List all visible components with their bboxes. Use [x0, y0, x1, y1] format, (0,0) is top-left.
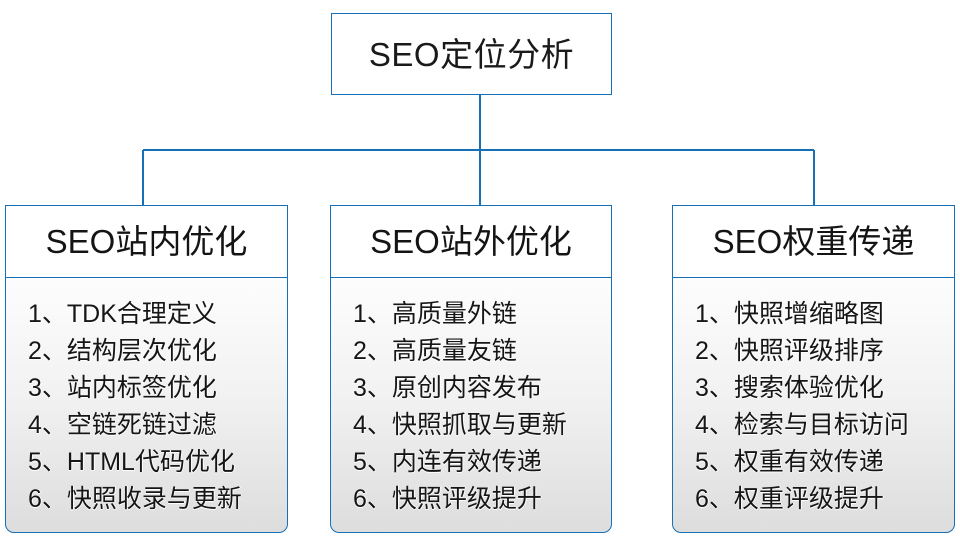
column-header-2[interactable]: SEO站外优化 [330, 205, 612, 278]
column-header-3[interactable]: SEO权重传递 [672, 205, 955, 278]
column-header-label-1: SEO站内优化 [45, 223, 248, 260]
column-header-label-2: SEO站外优化 [370, 223, 572, 260]
list-item: 3、站内标签优化 [28, 373, 217, 402]
list-item: 4、空链死链过滤 [28, 410, 217, 439]
list-item: 3、原创内容发布 [353, 373, 542, 402]
list-item: 2、快照评级排序 [695, 336, 884, 365]
column-list-2: 1、高质量外链 2、高质量友链 3、原创内容发布 4、快照抓取与更新 5、内连有… [330, 276, 612, 533]
list-item: 5、内连有效传递 [353, 447, 542, 476]
column-seo-onsite: SEO站内优化 1、TDK合理定义 2、结构层次优化 3、站内标签优化 4、空链… [5, 205, 288, 533]
column-seo-offsite: SEO站外优化 1、高质量外链 2、高质量友链 3、原创内容发布 4、快照抓取与… [330, 205, 612, 533]
list-item: 1、TDK合理定义 [28, 299, 217, 328]
list-item: 6、快照收录与更新 [28, 484, 242, 513]
list-item: 4、检索与目标访问 [695, 410, 909, 439]
list-item: 5、权重有效传递 [695, 447, 884, 476]
column-list-1: 1、TDK合理定义 2、结构层次优化 3、站内标签优化 4、空链死链过滤 5、H… [5, 276, 288, 533]
list-item: 1、高质量外链 [353, 299, 517, 328]
list-item: 5、HTML代码优化 [28, 447, 235, 476]
list-item: 3、搜索体验优化 [695, 373, 884, 402]
column-list-3: 1、快照增缩略图 2、快照评级排序 3、搜索体验优化 4、检索与目标访问 5、权… [672, 276, 955, 533]
column-seo-weight-transfer: SEO权重传递 1、快照增缩略图 2、快照评级排序 3、搜索体验优化 4、检索与… [672, 205, 955, 533]
list-item: 6、权重评级提升 [695, 484, 884, 513]
list-item: 2、高质量友链 [353, 336, 517, 365]
list-item: 4、快照抓取与更新 [353, 410, 567, 439]
list-item: 6、快照评级提升 [353, 484, 542, 513]
list-item: 1、快照增缩略图 [695, 299, 884, 328]
column-header-label-3: SEO权重传递 [712, 223, 915, 260]
list-item: 2、结构层次优化 [28, 336, 217, 365]
root-node[interactable]: SEO定位分析 [331, 13, 612, 95]
root-node-label: SEO定位分析 [368, 35, 575, 73]
column-header-1[interactable]: SEO站内优化 [5, 205, 288, 278]
